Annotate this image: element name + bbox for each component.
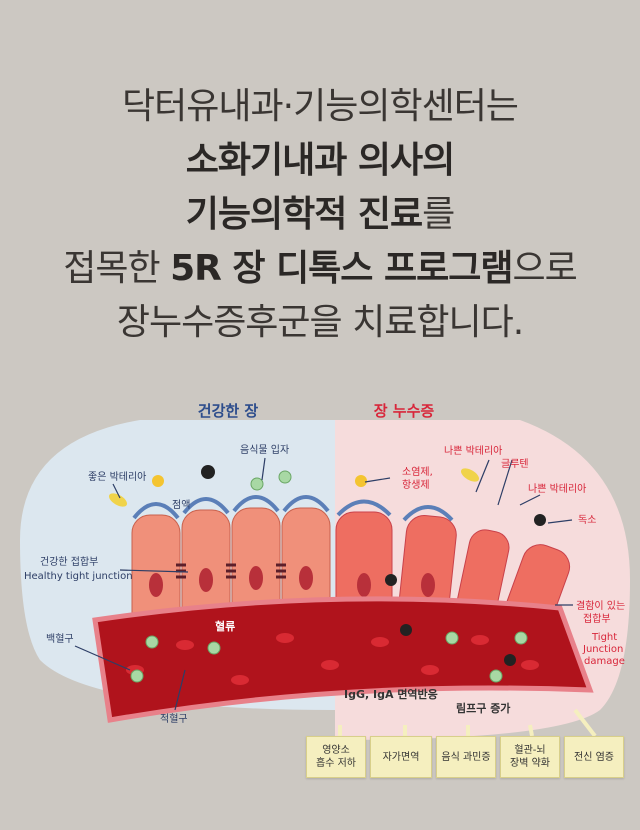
label-additives-1: 소염제, [402, 466, 433, 478]
label-gluten: 글루텐 [501, 458, 529, 470]
intestine-diagram: 건강한 장 장 누수증 [20, 402, 630, 740]
microvilli [336, 499, 454, 522]
leaky-labels: 나쁜 박테리아 글루텐 소염제, 항생제 나쁜 박테리아 독소 결함이 있는 접… [402, 445, 625, 667]
leaky-title: 장 누수증 [374, 402, 435, 420]
white-blood-cells [130, 631, 528, 683]
cell-nucleus [199, 568, 213, 592]
headline-line-4: 접목한 5R 장 디톡스 프로그램으로 [0, 242, 640, 296]
headline-line-4-b: 으로 [512, 248, 577, 289]
label-healthy-junction-ko: 건강한 접합부 [40, 556, 98, 568]
label-lymphocytes: 림프구 증가 [456, 701, 510, 715]
effect-line-2: 장벽 약화 [510, 758, 550, 769]
headline-line-5: 장누수증후군을 치료합니다. [116, 302, 524, 343]
headline: 닥터유내과·기능의학센터는 소화기내과 의사의 기능의학적 진료를 접목한 5R… [0, 80, 640, 350]
microvilli [132, 495, 330, 520]
headline-line-3: 기능의학적 진료를 [0, 188, 640, 242]
effect-leader-lines [338, 708, 597, 738]
label-bad-bacteria-1: 나쁜 박테리아 [444, 445, 502, 457]
label-white-blood-cell: 백혈구 [46, 632, 74, 645]
label-food-particles: 음식물 입자 [240, 443, 289, 456]
cell-nucleus [421, 573, 435, 597]
headline-line-2: 소화기내과 의사의 [0, 134, 640, 188]
effect-box: 전신 염증 [564, 736, 624, 778]
effect-line-1: 혈관-뇌 [514, 745, 546, 756]
label-damaged-ko-2: 접합부 [583, 613, 611, 625]
effect-box: 자가면역 [370, 736, 432, 778]
label-damaged-en-3: damage [584, 656, 625, 667]
effect-line-1: 전신 염증 [574, 751, 614, 763]
label-healthy-junction-en: Healthy tight junction [24, 571, 133, 582]
diagram-labels: 좋은 박테리아 음식물 입자 점액 건강한 접합부 Healthy tight … [24, 443, 289, 725]
blood-vessel [92, 596, 594, 723]
headline-line-1: 닥터유내과·기능의학센터는 [122, 86, 519, 127]
effect-box: 음식 과민증 [436, 736, 496, 778]
pathogens [385, 514, 546, 666]
label-damaged-en-1: Tight [591, 632, 617, 643]
effect-line-2: 흡수 저하 [316, 758, 356, 769]
cell-nucleus [249, 566, 263, 590]
headline-line-4-a: 접목한 [63, 248, 171, 289]
headline-line-2-bold: 소화기내과 의사의 [185, 140, 455, 181]
healthy-title: 건강한 장 [198, 402, 259, 420]
effect-line-1: 음식 과민증 [441, 751, 491, 763]
headline-line-3-bold: 기능의학적 진료 [185, 194, 423, 235]
cell-nucleus [299, 566, 313, 590]
label-mucus: 점액 [172, 499, 190, 511]
label-damaged-ko-1: 결함이 있는 [576, 600, 625, 612]
cell-nucleus [357, 573, 371, 597]
lumen-particles [108, 465, 480, 507]
label-red-blood-cell: 적혈구 [160, 712, 188, 725]
effect-line-1: 영양소 [322, 745, 350, 756]
label-toxin: 독소 [578, 514, 596, 526]
label-immune-response: IgG, IgA 면역반응 [344, 687, 438, 701]
headline-line-3-rest: 를 [422, 194, 455, 235]
cell-nucleus [149, 573, 163, 597]
headline-line-4-bold: 5R 장 디톡스 프로그램 [170, 248, 513, 289]
label-blood-flow: 혈류 [215, 619, 235, 633]
leader-lines [74, 457, 573, 711]
tight-junction-marks [176, 563, 286, 579]
label-bad-bacteria-2: 나쁜 박테리아 [528, 483, 586, 495]
label-additives-2: 항생제 [402, 479, 430, 491]
label-damaged-en-2: Junction [582, 644, 623, 655]
label-good-bacteria: 좋은 박테리아 [88, 471, 146, 483]
effect-line-1: 자가면역 [382, 751, 420, 763]
